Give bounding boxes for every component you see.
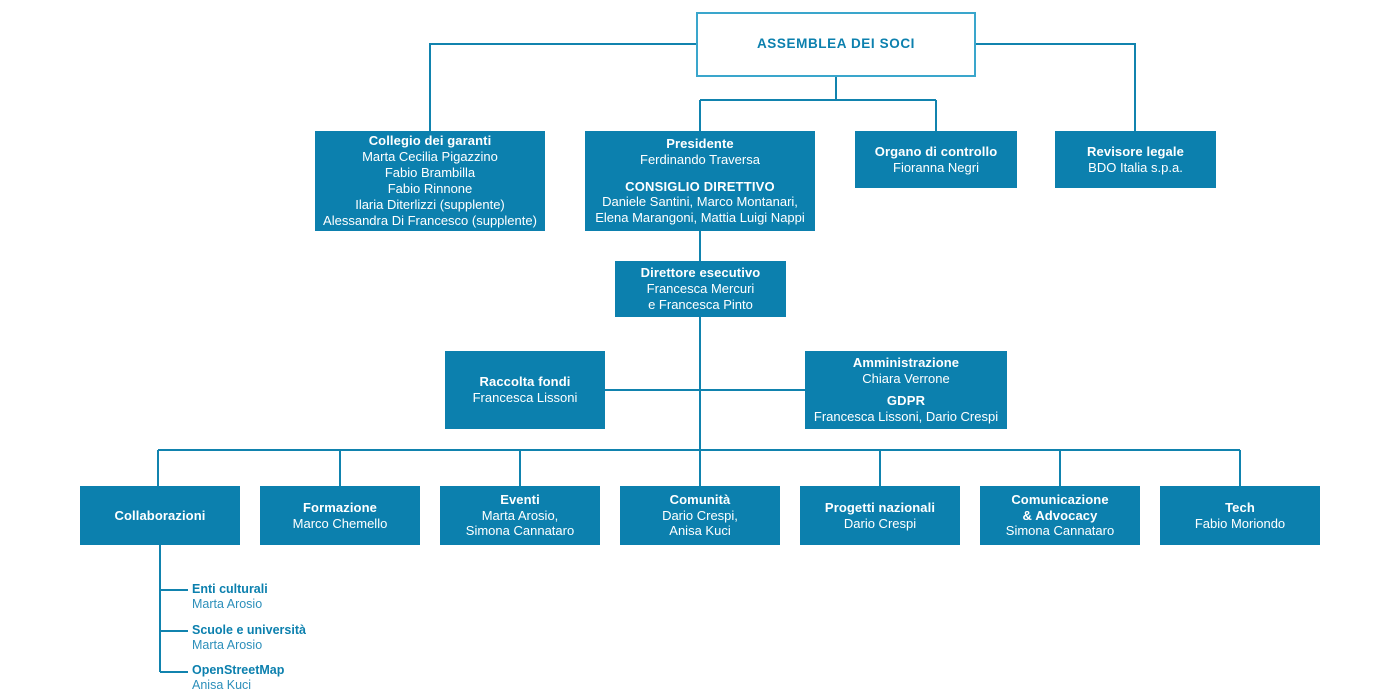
subnode-scuole-e-universita[interactable]: Scuole e università Marta Arosio [192, 623, 306, 654]
node-collegio-dei-garanti[interactable]: Collegio dei garanti Marta Cecilia Pigaz… [315, 131, 545, 231]
node-title: Direttore esecutivo [640, 265, 761, 281]
subnode-enti-culturali[interactable]: Enti culturali Marta Arosio [192, 582, 268, 613]
node-area-progetti-nazionali[interactable]: Progetti nazionali Dario Crespi [800, 486, 960, 545]
node-people: Dario Crespi [843, 515, 917, 531]
node-area-eventi[interactable]: Eventi Marta Arosio,Simona Cannataro [440, 486, 600, 545]
node-people: Ferdinando Traversa [640, 151, 760, 167]
node-title: Amministrazione [852, 355, 960, 370]
node-people: Fioranna Negri [893, 159, 979, 175]
node-area-collaborazioni[interactable]: Collaborazioni [80, 486, 240, 545]
node-raccolta-fondi[interactable]: Raccolta fondi Francesca Lissoni [445, 351, 605, 429]
node-title: ASSEMBLEA DEI SOCI [756, 36, 916, 52]
node-title: Comunità [669, 491, 731, 507]
node-amministrazione[interactable]: Amministrazione Chiara Verrone GDPR Fran… [805, 351, 1007, 429]
node-people: Marco Chemello [292, 515, 388, 531]
subnode-title: OpenStreetMap [192, 663, 285, 677]
node-people: Chiara Verrone [862, 370, 950, 386]
node-area-comunita[interactable]: Comunità Dario Crespi,Anisa Kuci [620, 486, 780, 545]
node-area-formazione[interactable]: Formazione Marco Chemello [260, 486, 420, 545]
subnode-openstreetmap[interactable]: OpenStreetMap Anisa Kuci [192, 663, 284, 694]
node-people: Simona Cannataro [1005, 523, 1115, 539]
node-subtitle: GDPR [886, 393, 926, 409]
node-presidente[interactable]: Presidente Ferdinando Traversa CONSIGLIO… [585, 131, 815, 231]
subnode-title: Enti culturali [192, 582, 268, 596]
node-title: Eventi [500, 491, 540, 507]
node-organo-di-controllo[interactable]: Organo di controllo Fioranna Negri [855, 131, 1017, 188]
node-people: BDO Italia s.p.a. [1088, 159, 1183, 175]
node-area-tech[interactable]: Tech Fabio Moriondo [1160, 486, 1320, 545]
node-title: Progetti nazionali [824, 499, 936, 515]
node-title: Presidente [666, 135, 734, 151]
node-area-comunicazione-advocacy[interactable]: Comunicazione& Advocacy Simona Cannataro [980, 486, 1140, 545]
subnode-people: Anisa Kuci [192, 678, 252, 693]
subnode-people: Marta Arosio [192, 597, 263, 612]
node-revisore-legale[interactable]: Revisore legale BDO Italia s.p.a. [1055, 131, 1216, 188]
node-subtitle: CONSIGLIO DIRETTIVO [625, 178, 775, 194]
node-title: Tech [1225, 499, 1255, 515]
node-title: Comunicazione& Advocacy [1011, 491, 1109, 523]
node-title: Revisore legale [1087, 143, 1184, 159]
node-title: Collegio dei garanti [368, 133, 492, 149]
node-title: Organo di controllo [874, 143, 998, 159]
subnode-people: Marta Arosio [192, 638, 263, 653]
node-people: Marta Arosio,Simona Cannataro [465, 507, 575, 539]
node-subpeople: Daniele Santini, Marco Montanari,Elena M… [595, 194, 805, 226]
node-people: Dario Crespi,Anisa Kuci [662, 507, 738, 539]
node-title: Formazione [303, 499, 377, 515]
node-subpeople: Francesca Lissoni, Dario Crespi [813, 409, 999, 425]
node-title: Raccolta fondi [479, 374, 571, 390]
node-people: Fabio Moriondo [1194, 515, 1286, 531]
node-assemblea-dei-soci[interactable]: ASSEMBLEA DEI SOCI [696, 12, 976, 77]
node-people: Francesca Lissoni [472, 390, 578, 405]
node-title: Collaborazioni [114, 507, 206, 523]
subnode-title: Scuole e università [192, 623, 306, 637]
